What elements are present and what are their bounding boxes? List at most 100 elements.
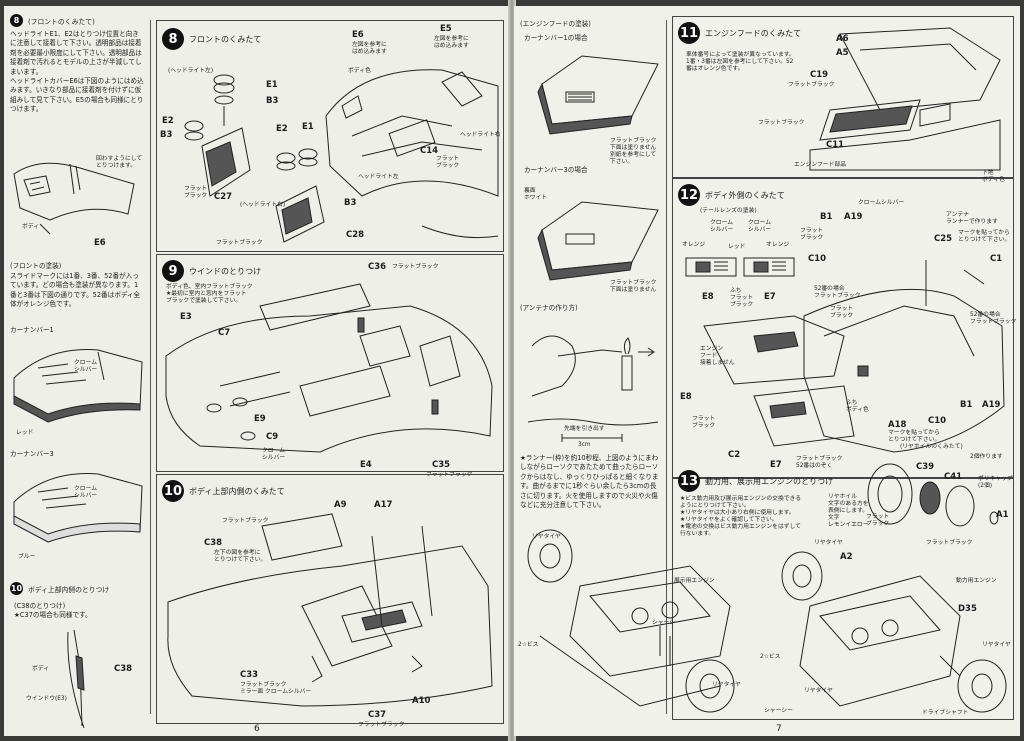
e5-note: 左図を参考に はめ込みます bbox=[434, 36, 469, 49]
car3-chrome-label: クローム シルバー bbox=[74, 486, 98, 499]
antenna-heating-diagram bbox=[531, 335, 655, 397]
step-title: フロントのくみたて bbox=[189, 34, 262, 44]
antenna-title: (アンテナの作り方) bbox=[520, 304, 578, 312]
flat-black-c28: フラットブラック bbox=[216, 240, 263, 246]
part-a19: A19 bbox=[844, 212, 863, 222]
tail-chrome-left: クローム シルバー bbox=[710, 220, 734, 233]
hood-car3-title: カーナンバー3の場合 bbox=[524, 166, 588, 174]
front-body-exploded bbox=[325, 69, 499, 239]
part-c41: C41 bbox=[944, 472, 963, 482]
hood-part-label: エンジンフード部品 bbox=[794, 162, 846, 168]
e7-note: フラットブラック 52番はのぞく bbox=[796, 456, 843, 469]
step-number: 13 bbox=[678, 470, 700, 492]
step-title: ボディ上部内側のくみたて bbox=[189, 486, 285, 496]
step8-panel bbox=[156, 20, 504, 252]
tail-rim-color: ふち フラット ブラック bbox=[730, 288, 754, 308]
part-a1: A1 bbox=[996, 510, 1009, 520]
tail-orange-left: オレンジ bbox=[682, 242, 706, 248]
part-e9: E9 bbox=[254, 414, 266, 424]
step8-note-heading: 8 (フロントのくみたて) bbox=[10, 14, 95, 27]
wheel-flat-black-2: フラットブラック bbox=[926, 540, 973, 546]
step-number: 8 bbox=[10, 14, 23, 27]
part-a17: A17 bbox=[374, 500, 393, 510]
screw-label-right: 2☆ビス bbox=[760, 654, 781, 660]
hood-car1-title: カーナンバー1の場合 bbox=[524, 34, 588, 42]
part-c39: C39 bbox=[916, 462, 935, 472]
part-e5: E5 bbox=[440, 24, 452, 34]
rim-body-color: ふち ボディ色 bbox=[846, 400, 869, 413]
antenna-length-diagram bbox=[527, 418, 659, 442]
part-a2: A2 bbox=[840, 552, 853, 562]
car3-title: カーナンバー3 bbox=[10, 450, 54, 458]
part-c37: C37 bbox=[368, 710, 387, 720]
page-number: 7 bbox=[776, 724, 782, 734]
c38-flat-black: フラットブラック bbox=[222, 518, 269, 524]
step9-heading: 9 ウインドのとりつけ bbox=[162, 260, 261, 282]
headlight-left-exploded bbox=[184, 74, 251, 197]
rear-tire-label-right: リヤタイヤ bbox=[814, 540, 843, 546]
step-title: ボディ外側のくみたて bbox=[705, 190, 785, 200]
tail-orange-right: オレンジ bbox=[766, 242, 790, 248]
part-c27: C27 bbox=[214, 192, 233, 202]
part-e2-left: E2 bbox=[162, 116, 174, 126]
fit-note: 回わすようにして とりつけます。 bbox=[96, 156, 143, 169]
rear-tire-label-mid: リヤタイヤ bbox=[712, 682, 741, 688]
display-engine-label: 展示用エンジン bbox=[674, 578, 715, 584]
part-e2-right: E2 bbox=[276, 124, 288, 134]
case52-note: 52番の場合 フラットブラック bbox=[814, 286, 861, 299]
book-spine bbox=[508, 0, 516, 741]
column-divider bbox=[150, 20, 151, 714]
rear-tire-label-bottom: リヤタイヤ bbox=[804, 688, 833, 694]
step-title: ウインドのとりつけ bbox=[189, 266, 262, 276]
interior-window-exploded bbox=[165, 283, 493, 453]
left-page: 8 (フロントのくみたて) ヘッドライトE1、E2はとりつけ位置と向きに注意して… bbox=[4, 6, 510, 736]
c14-color: フラット ブラック bbox=[436, 156, 460, 169]
part-c10-bottom: C10 bbox=[928, 416, 947, 426]
part-c19: C19 bbox=[810, 70, 829, 80]
step-title: (フロントのくみたて) bbox=[28, 17, 95, 26]
body-color-label: ボディ色 bbox=[348, 68, 371, 74]
part-c7: C7 bbox=[218, 328, 231, 338]
part-a18: A18 bbox=[888, 420, 907, 430]
e8-color: フラット ブラック bbox=[692, 416, 716, 429]
part-c28: C28 bbox=[346, 230, 365, 240]
step13-panel bbox=[672, 478, 1014, 720]
antenna-length: 3cm bbox=[578, 442, 591, 448]
step12-heading: 12 ボディ外側のくみたて bbox=[678, 184, 785, 206]
hood-car3-note: フラットブラック 下面は塗りません bbox=[610, 280, 657, 293]
paint-instructions: スライドマークには1番、3番、52番が入っています。どの場合も塗装が異なります。… bbox=[10, 272, 141, 309]
wheel-flat-black: フラット ブラック bbox=[866, 514, 890, 527]
hood-car1-diagram bbox=[537, 55, 659, 135]
car1-title: カーナンバー1 bbox=[10, 326, 54, 334]
headlight-right-label: (ヘッドライト右) bbox=[240, 202, 286, 208]
c25-note: マークを貼ってから とりつけて下さい。 bbox=[958, 230, 1011, 243]
car1-front-diagram bbox=[13, 349, 143, 423]
chassis-engine-exploded bbox=[527, 529, 1007, 713]
part-a5: A5 bbox=[836, 48, 849, 58]
part-c1: C1 bbox=[990, 254, 1003, 264]
hood-paint-title: (エンジンフードの塗装) bbox=[520, 20, 591, 28]
engine-hood-exploded bbox=[809, 27, 1001, 171]
engine-hood-note: エンジン フード 接着しません bbox=[700, 346, 735, 366]
e6-note: 左図を参考に はめ込みます bbox=[352, 42, 387, 55]
column-divider bbox=[666, 20, 667, 714]
rear-tire-label-left: リヤタイヤ bbox=[532, 534, 561, 540]
hood-car3-side: 裏面 ホワイト bbox=[524, 188, 548, 201]
body-label-2: ボディ bbox=[32, 666, 49, 672]
wheel-color-note: リヤホイル 文字のある方を 表側にします。 文字 レモンイエロー bbox=[828, 494, 869, 528]
window-label: ウインドウ(E3) bbox=[26, 696, 67, 702]
part-c38: C38 bbox=[204, 538, 223, 548]
part-b3-left: B3 bbox=[266, 96, 279, 106]
step-number: 10 bbox=[10, 582, 23, 595]
side-flat-black: フラット ブラック bbox=[800, 228, 824, 241]
step-number: 12 bbox=[678, 184, 700, 206]
antenna-instructions: ★ランナー(枠)を約10秒程、上図のようにまわしながらローソクであたためて曲った… bbox=[520, 454, 659, 510]
step-title: 動力用、展示用エンジンのとりつけ bbox=[705, 476, 834, 486]
part-e7: E7 bbox=[764, 292, 776, 302]
step-number: 11 bbox=[678, 22, 700, 44]
part-c36: C36 bbox=[368, 262, 387, 272]
flat-black-label: フラット ブラック bbox=[184, 186, 208, 199]
step10-heading: 10 ボディ上部内側のくみたて bbox=[162, 480, 285, 502]
wheel-title: (リヤホイルのくみたて) bbox=[900, 444, 963, 450]
tail-lens-diagram bbox=[685, 257, 795, 277]
